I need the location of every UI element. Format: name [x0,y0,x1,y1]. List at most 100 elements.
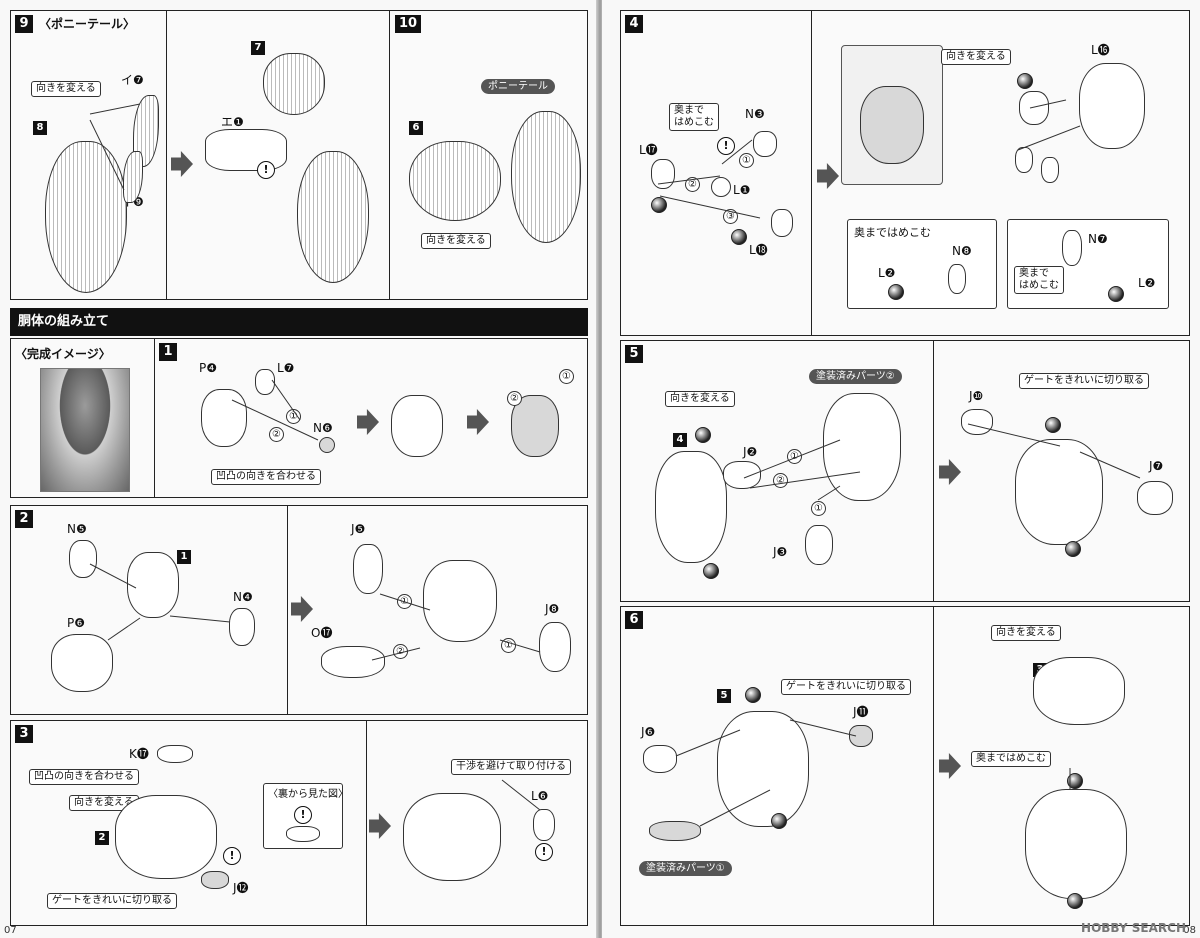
step-number: 5 [625,345,643,363]
assembled-part [391,395,443,457]
step-4-panel: 4 奥まで はめこむ N❸ ! ① L⓱ ② L❶ ③ L⓲ 向きを変える L⓰ [620,10,1190,336]
part-label: L⓰ [1091,43,1110,57]
part-label: J❿ [969,389,984,403]
align-label: 凹凸の向きを合わせる [211,469,321,485]
next-arrow-icon [171,151,193,177]
next-arrow-icon [939,459,961,485]
step-3-panel: 3 K⓱ 凹凸の向きを合わせる 向きを変える 2 ! J⓬ ゲートをきれいに切り… [10,720,588,926]
gate-label: ゲートをきれいに切り取る [1019,373,1149,389]
strap-part [353,544,383,594]
next-arrow-icon [817,163,839,189]
ball-joint [1045,417,1061,433]
order-number: ① [559,369,574,384]
ponytail-label: ポニーテール [481,79,555,94]
turn-label: 向きを変える [991,625,1061,641]
torso-part [423,560,497,642]
part-label: L⓲ [749,243,768,257]
part-label: O⓱ [311,626,333,640]
order-number: ② [507,391,522,406]
order-number: ② [685,177,700,192]
ball-joint [1065,541,1081,557]
painted-parts-label: 塗装済みパーツ② [809,369,902,384]
divider [154,339,155,497]
caution-icon: ! [223,847,241,865]
socket-part [651,159,675,189]
next-arrow-icon [939,753,961,779]
divider [933,607,934,925]
hair-part [45,141,127,293]
ball-joint [771,813,787,829]
left-page: 9 〈ポニーテール〉 向きを変える 8 イ❼ イ❾ 7 エ❶ ! 10 ポニーテ… [0,0,598,938]
joint-part [319,437,335,453]
torso-part [717,711,809,827]
divider [933,341,934,601]
chest-part [51,634,113,692]
step-5-panel: 5 塗装済みパーツ② 向きを変える 4 J❷ ① ② ① J❸ ゲートをきれいに… [620,340,1190,602]
turn-label: 向きを変える [665,391,735,407]
step-6-panel: 6 5 ゲートをきれいに切り取る J⓫ J❻ 塗装済みパーツ① 向きを変える 3… [620,606,1190,926]
joint-part [849,725,873,747]
divider [166,11,167,299]
peg-part [753,131,777,157]
strap-part [539,622,571,672]
right-page: 4 奥まで はめこむ N❸ ! ① L⓱ ② L❶ ③ L⓲ 向きを変える L⓰ [602,0,1200,938]
push-label: 奥まではめこむ [971,751,1051,767]
order-number: ② [773,473,788,488]
next-arrow-icon [369,813,391,839]
painted-parts-label: 塗装済みパーツ① [639,861,732,876]
hand-part [229,608,255,646]
ball-joint [1067,773,1083,789]
plate-part [723,461,761,489]
step-number: 9 [15,15,33,33]
step-number: 10 [395,15,421,33]
next-arrow-icon [291,596,313,622]
part-label: N❻ [313,421,333,435]
divider [366,721,367,925]
order-number: ① [501,638,516,653]
push-label: 奥まで はめこむ [1014,266,1064,294]
detail-box-2: N❼ 奥まで はめこむ L❷ [1007,219,1169,309]
torso-frame-part [127,552,179,618]
assembly-tag: 6 [409,121,423,135]
part-label: イ❼ [121,73,144,87]
assembly-tag: 5 [717,689,731,703]
ball-joint [1017,73,1033,89]
part-label: K⓱ [129,747,149,761]
small-part [286,826,320,842]
avoid-label: 干渉を避けて取り付ける [451,759,571,775]
divider [287,506,288,714]
part-label: L❷ [878,266,896,280]
ribbon-part [205,129,287,171]
next-arrow-icon [357,409,379,435]
part-label: L❼ [277,361,295,375]
ball-joint [651,197,667,213]
order-number: ② [393,644,408,659]
caution-icon: ! [717,137,735,155]
ponytail-part [511,111,581,243]
torso-part [1015,439,1103,545]
part-label: L❻ [531,789,549,803]
part-label: L⓱ [639,143,658,157]
small-part [201,871,229,889]
step-2-panel: 2 N❺ 1 N❹ P❻ J❺ ① J❽ ① O⓱ ② [10,505,588,715]
complete-image-photo [40,368,130,492]
stand-part [649,821,701,841]
step-number: 4 [625,15,643,33]
order-number: ① [739,153,754,168]
order-number: ② [269,427,284,442]
part-label: L❷ [1138,276,1156,290]
step-number: 2 [15,510,33,528]
torso-part [403,793,501,881]
upper-torso-part [1033,657,1125,725]
caution-icon: ! [535,843,553,861]
part-label: N❽ [952,244,972,258]
order-number: ① [286,409,301,424]
part-label: P❹ [199,361,217,375]
torso-part [1025,789,1127,899]
head-hair-part [409,141,501,221]
complete-image-label: 〈完成イメージ〉 [15,347,111,361]
part-label: エ❶ [221,115,244,129]
part-label: J❼ [1149,459,1164,473]
part-label: L❶ [733,183,751,197]
order-number: ③ [723,209,738,224]
